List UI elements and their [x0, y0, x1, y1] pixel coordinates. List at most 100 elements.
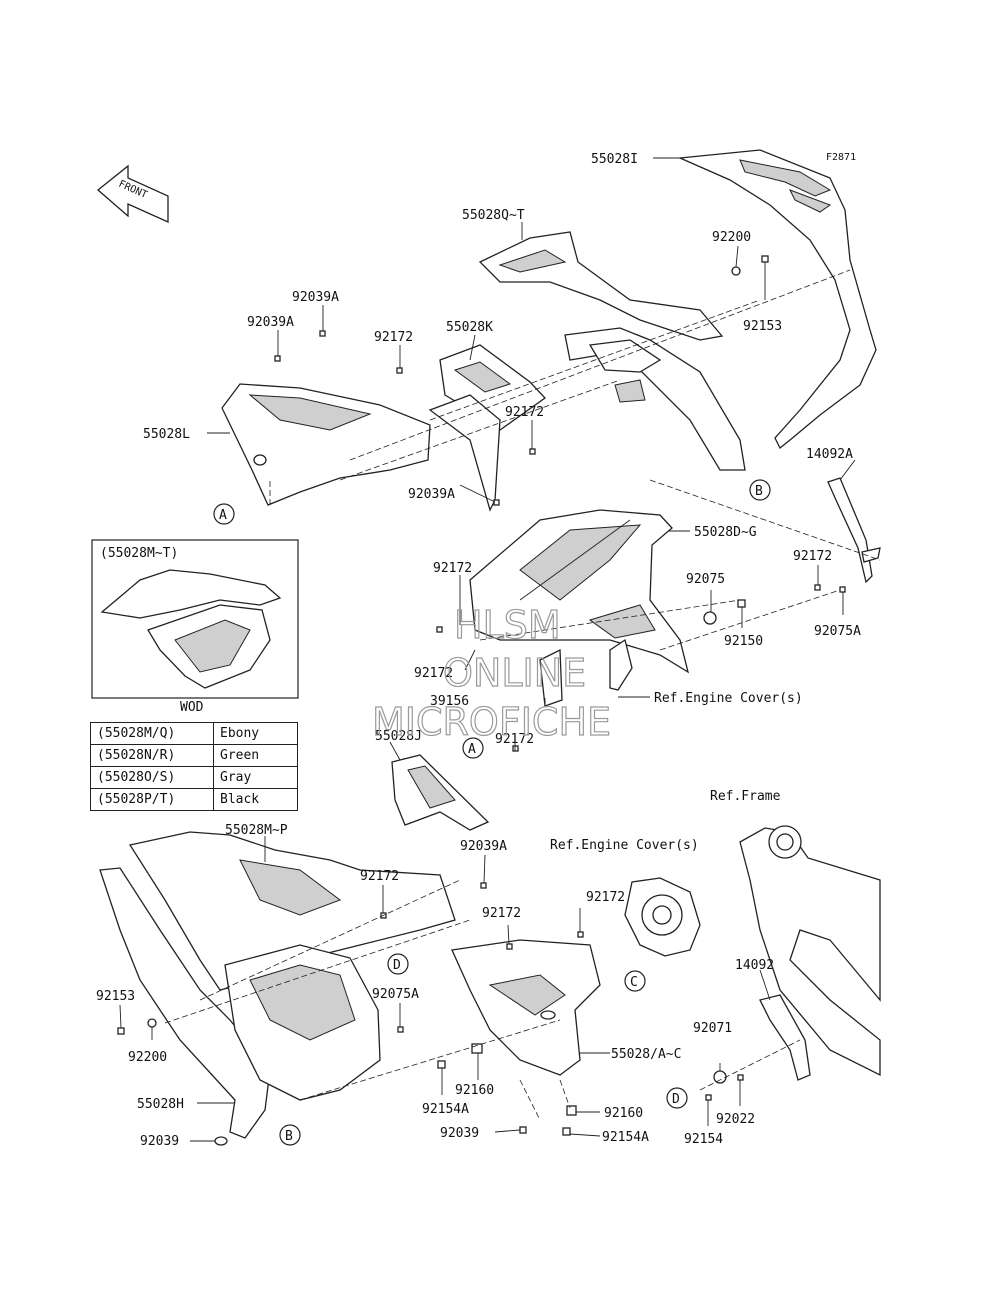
label-55028MP: 55028M~P [225, 823, 288, 838]
color-legend-table: (55028M/Q)Ebony (55028N/R)Green (55028O/… [90, 722, 298, 811]
label-92160-2: 92160 [604, 1106, 643, 1121]
bracket-14092-shape [759, 994, 811, 1081]
panel-55028K-shape [428, 344, 546, 512]
label-92172-1: 92172 [374, 330, 413, 345]
label-55028J: 55028J [375, 729, 422, 744]
label-92039A-2: 92039A [247, 315, 294, 330]
label-55028DG: 55028D~G [694, 525, 757, 540]
label-92172-2: 92172 [505, 405, 544, 420]
label-92075A-1: 92075A [814, 624, 861, 639]
cowl-55028DG-shape [469, 509, 690, 674]
label-55028QT: 55028Q~T [462, 208, 525, 223]
svg-text:A: A [219, 508, 227, 523]
bracket-14092A-shape [827, 477, 881, 584]
label-92039A-3: 92039A [408, 487, 455, 502]
label-55028AC: 55028/A~C [611, 1047, 681, 1062]
label-55028I: 55028I [591, 152, 638, 167]
legend-color: Gray [213, 766, 298, 789]
callout-d-left: D [387, 953, 409, 975]
label-92172-5: 92172 [414, 666, 453, 681]
label-92172-9: 92172 [586, 890, 625, 905]
panel-55028J-shape [391, 754, 490, 831]
fairing-55028I-shape [677, 149, 877, 450]
label-92172-3: 92172 [433, 561, 472, 576]
legend-row: (55028N/R)Green [90, 744, 298, 767]
label-ref-frame: Ref.Frame [710, 789, 781, 804]
svg-text:MICROFICHE: MICROFICHE [372, 700, 611, 744]
label-92160-1: 92160 [455, 1083, 494, 1098]
label-ref-engine-cover-1: Ref.Engine Cover(s) [654, 691, 803, 706]
label-14092A: 14092A [806, 447, 853, 462]
svg-text:D: D [393, 958, 401, 973]
svg-text:A: A [468, 742, 476, 757]
label-92071: 92071 [693, 1021, 732, 1036]
label-92154: 92154 [684, 1132, 723, 1147]
label-55028L: 55028L [143, 427, 190, 442]
label-92172-4: 92172 [793, 549, 832, 564]
panel-55028L-shape [221, 383, 431, 506]
label-92075: 92075 [686, 572, 725, 587]
legend-code: (55028M/Q) [90, 722, 214, 745]
label-92039: 92039 [440, 1126, 479, 1141]
inset-cowl-shape [100, 569, 282, 689]
bracket-39156-shape [539, 638, 633, 707]
label-55028K: 55028K [446, 320, 493, 335]
label-92039A-1: 92039A [292, 290, 339, 305]
label-92075A-2: 92075A [372, 987, 419, 1002]
fasteners [117, 255, 846, 1146]
inset-caption: WOD [180, 700, 204, 715]
legend-row: (55028P/T)Black [90, 788, 298, 811]
callout-b-bottom: B [279, 1124, 301, 1146]
label-92154A-2: 92154A [602, 1130, 649, 1145]
label-92039A-4: 92039A [460, 839, 507, 854]
svg-text:C: C [630, 975, 638, 990]
label-39156: 39156 [430, 694, 469, 709]
label-92039-b: 92039 [140, 1134, 179, 1149]
legend-color: Ebony [213, 722, 298, 745]
label-92150: 92150 [724, 634, 763, 649]
legend-row: (55028M/Q)Ebony [90, 722, 298, 745]
legend-code: (55028P/T) [90, 788, 214, 811]
label-92153-top: 92153 [743, 319, 782, 334]
callout-b-top: B [749, 479, 771, 501]
inner-bracket-shape [564, 327, 746, 471]
label-92172-8: 92172 [482, 906, 521, 921]
legend-color: Green [213, 744, 298, 767]
label-55028H: 55028H [137, 1097, 184, 1112]
engine-cover-shape [624, 877, 701, 957]
front-arrow-icon: FRONT [96, 164, 169, 224]
svg-text:B: B [285, 1129, 293, 1144]
callout-a-mid: A [462, 737, 484, 759]
callout-a-top: A [213, 503, 235, 525]
label-92172-6: 92172 [495, 732, 534, 747]
callout-d-right: D [666, 1087, 688, 1109]
cowl-55028QT-shape [478, 231, 724, 341]
legend-row: (55028O/S)Gray [90, 766, 298, 789]
legend-color: Black [213, 788, 298, 811]
belly-55028H-shape [99, 867, 381, 1139]
label-92154A-1: 92154A [422, 1102, 469, 1117]
label-14092: 14092 [735, 958, 774, 973]
svg-text:ONLINE: ONLINE [443, 651, 586, 695]
label-ref-engine-cover-2: Ref.Engine Cover(s) [550, 838, 699, 853]
svg-text:HLSM: HLSM [454, 603, 561, 647]
cowl-55028MP-shape [128, 831, 456, 991]
callout-c: C [624, 970, 646, 992]
label-92022: 92022 [716, 1112, 755, 1127]
label-92172-7: 92172 [360, 869, 399, 884]
leader-lines [119, 157, 881, 1142]
svg-text:B: B [755, 484, 763, 499]
undercowl-55028AC-shape [451, 939, 601, 1076]
label-92200-bottom: 92200 [128, 1050, 167, 1065]
label-92200-top: 92200 [712, 230, 751, 245]
legend-code: (55028O/S) [90, 766, 214, 789]
inset-title: (55028M~T) [100, 546, 178, 561]
legend-code: (55028N/R) [90, 744, 214, 767]
watermark: HLSM ONLINE MICROFICHE [371, 602, 611, 744]
svg-text:D: D [672, 1092, 680, 1107]
frame-shape [739, 825, 881, 1077]
figure-code: F2871 [826, 152, 856, 163]
label-92153-bottom: 92153 [96, 989, 135, 1004]
